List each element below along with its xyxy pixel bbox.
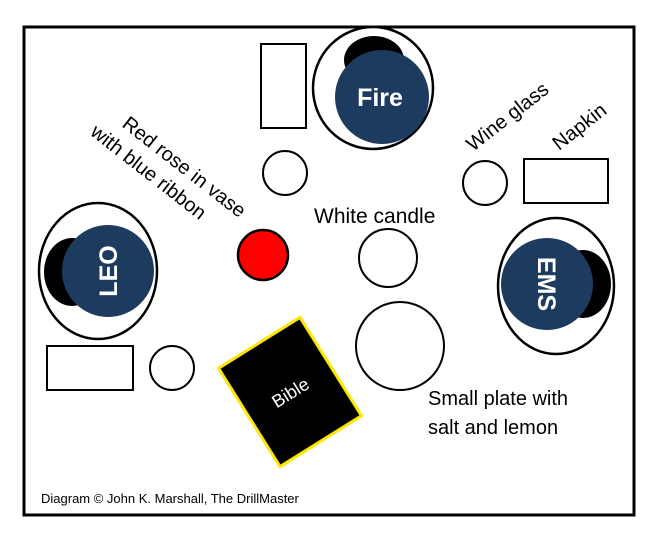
place-cap-leo [62,225,154,317]
candle-label: White candle [314,205,435,228]
glass-right [462,160,508,206]
napkin-right [523,158,609,204]
plate-label-line2: salt and lemon [428,417,558,439]
plate-label-line1: Small plate with [428,388,568,410]
place-cap-fire [335,50,429,144]
place-setting-leo: LEO [37,201,159,341]
glass-top [262,150,308,196]
napkin-top [260,43,307,129]
place-cap-ems [501,238,593,330]
bible: Bible [216,315,364,469]
place-label-ems: EMS [532,257,560,311]
place-setting-fire: Fire [311,25,435,151]
glass-left [149,345,195,391]
small-plate [355,301,445,391]
diagram-credit: Diagram © John K. Marshall, The DrillMas… [41,491,300,506]
napkin-left [46,345,134,391]
bible-book [216,315,364,469]
place-label-fire: Fire [357,84,403,112]
place-setting-ems: EMS [496,216,616,356]
red-rose-vase [236,228,290,282]
white-candle [358,228,418,288]
place-label-leo: LEO [95,245,123,296]
